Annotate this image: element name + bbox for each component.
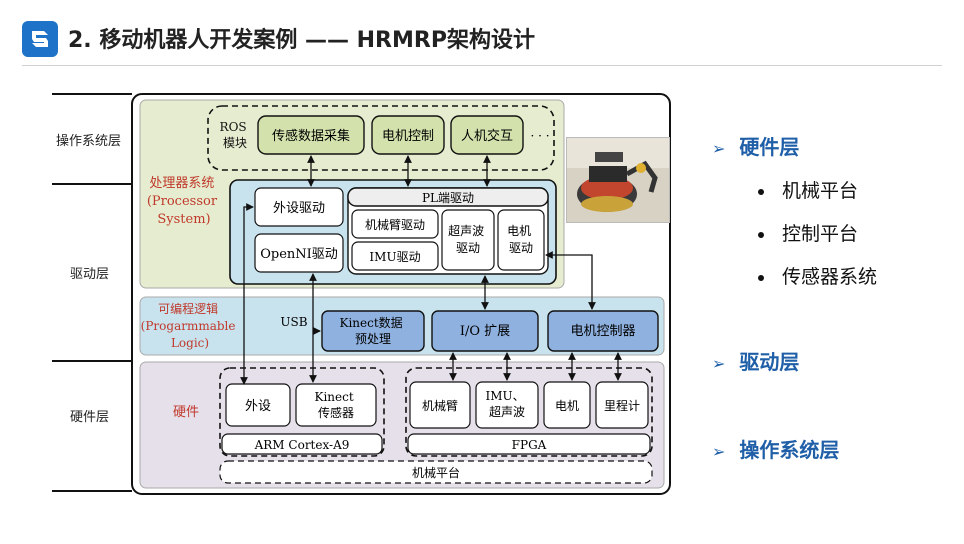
- motor-driver: [497, 209, 545, 271]
- svg-text:ARM Cortex-A9: ARM Cortex-A9: [254, 438, 350, 452]
- svg-text:外设: 外设: [245, 399, 271, 414]
- hw-label: 硬件: [173, 405, 199, 420]
- svg-text:电机 驱动: 电机 驱动: [507, 224, 535, 255]
- svg-text:FPGA: FPGA: [512, 438, 547, 452]
- svg-text:PL端驱动: PL端驱动: [422, 191, 474, 205]
- fpga-group: [405, 367, 653, 457]
- head-os: ➢操作系统层: [712, 438, 840, 462]
- svg-text:IMU、 超声波: IMU、 超声波: [486, 389, 529, 419]
- hw-robot-arm: [409, 381, 471, 429]
- item-control-platform: 控制平台: [758, 219, 858, 246]
- head-driver: ➢驱动层: [712, 350, 800, 374]
- svg-text:超声波 驱动: 超声波 驱动: [448, 223, 488, 255]
- conn-peripheral: [240, 203, 254, 385]
- svg-text:机械平台: 机械平台: [412, 465, 460, 480]
- pl-label: 可编程逻辑 (Progarmmable Logic): [141, 301, 240, 350]
- svg-text:电机控制: 电机控制: [382, 129, 434, 144]
- layer-divider-driver-hw: [52, 360, 132, 362]
- svg-text:里程计: 里程计: [604, 398, 640, 413]
- ros-hmi: [450, 115, 524, 155]
- peripheral-driver: [254, 187, 344, 227]
- arm-group: [219, 367, 385, 457]
- bullet-icon: [758, 274, 764, 281]
- hw-imu-ultrasonic: [475, 381, 539, 429]
- io-extension: [431, 310, 539, 352]
- layer-label-hardware: 硬件层: [70, 410, 110, 425]
- hw-odometer: [595, 381, 649, 429]
- arrow-icon: ➢: [712, 354, 726, 373]
- usb-label: USB: [280, 315, 307, 329]
- ultrasonic-driver: [441, 209, 495, 271]
- svg-text:传感数据采集: 传感数据采集: [272, 128, 350, 144]
- layer-label-os: 操作系统层: [56, 134, 122, 149]
- svg-text:人机交互: 人机交互: [461, 128, 513, 144]
- arm-driver: [351, 209, 439, 239]
- svg-text:外设驱动: 外设驱动: [273, 201, 325, 216]
- layer-label-driver: 驱动层: [70, 267, 110, 282]
- layer-divider-bottom: [52, 490, 132, 492]
- page-title: 2. 移动机器人开发案例 —— HRMRP架构设计: [68, 28, 535, 53]
- hw-peripheral: [225, 383, 291, 427]
- bullet-icon: [758, 188, 764, 195]
- arrow-icon: ➢: [712, 139, 726, 158]
- bullet-icon: [758, 231, 764, 238]
- motor-controller: [547, 310, 659, 352]
- svg-text:机械臂: 机械臂: [422, 398, 458, 413]
- ros-more: · · ·: [530, 129, 549, 143]
- robot-photo: [566, 137, 670, 223]
- ps-label: 处理器系统 (Processor System): [147, 176, 221, 227]
- mech-platform-bar: [219, 460, 653, 484]
- item-sensor-system: 传感器系统: [758, 262, 877, 289]
- layer-divider-os-driver: [52, 183, 132, 185]
- pl-driver-title-bar: [347, 187, 549, 207]
- fpga-bar: [407, 433, 651, 455]
- ros-module: [207, 105, 555, 171]
- imu-driver: [351, 241, 439, 271]
- openni-driver: [254, 233, 344, 273]
- ros-sensor-data: [257, 115, 365, 155]
- conn-motor-driver: [545, 251, 596, 310]
- ros-motor-control: [371, 115, 445, 155]
- title-divider: [22, 65, 942, 66]
- head-hardware: ➢硬件层: [712, 135, 800, 159]
- svg-text:IMU驱动: IMU驱动: [369, 250, 420, 264]
- svg-text:电机: 电机: [555, 399, 579, 413]
- svg-text:I/O 扩展: I/O 扩展: [460, 324, 510, 339]
- svg-text:机械臂驱动: 机械臂驱动: [365, 217, 425, 232]
- svg-text:电机控制器: 电机控制器: [570, 324, 635, 339]
- item-mech-platform: 机械平台: [758, 176, 858, 203]
- ros-label: ROS 模块: [220, 120, 251, 150]
- hw-motor: [543, 381, 591, 429]
- connectors: [240, 155, 622, 385]
- svg-text:Kinect 传感器: Kinect 传感器: [314, 390, 357, 420]
- layer-divider-top: [52, 93, 132, 95]
- arrow-icon: ➢: [712, 442, 726, 461]
- hw-kinect: [295, 383, 377, 427]
- logo-icon: [22, 21, 58, 57]
- kinect-preprocess: [321, 310, 425, 352]
- svg-text:Kinect数据 预处理: Kinect数据 预处理: [339, 315, 406, 346]
- arm-cortex-bar: [221, 433, 383, 455]
- svg-text:OpenNI驱动: OpenNI驱动: [260, 247, 338, 262]
